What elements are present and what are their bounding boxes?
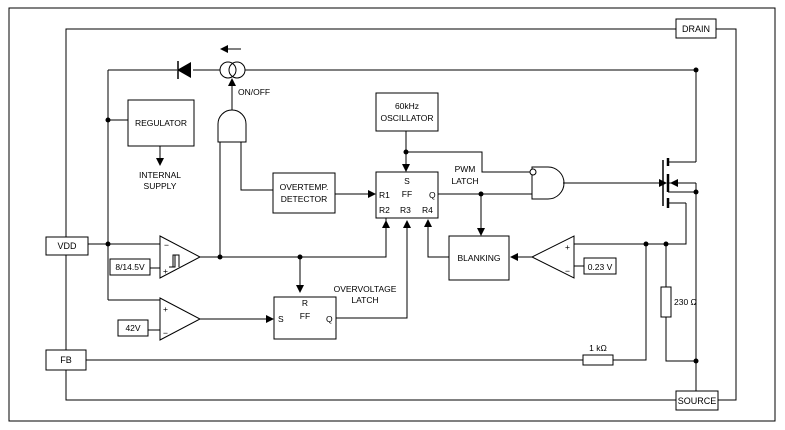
vdd-rail [88, 70, 163, 301]
ovp-reference-label: 42V [125, 323, 140, 333]
internal-supply-label-2: SUPPLY [144, 181, 177, 191]
oscillator-label-1: 60kHz [395, 101, 419, 111]
vdd-pin: VDD [45, 236, 89, 256]
uvlo-minus-sign: − [164, 240, 169, 250]
drain-pin: DRAIN [675, 18, 717, 39]
sense-resistor: 230 Ω [660, 244, 699, 391]
pwm-ff-q: Q [429, 190, 436, 200]
ovp-plus-sign: + [163, 304, 168, 314]
ovp-latch-label-1: OVERVOLTAGE [334, 284, 397, 294]
internal-supply-label-1: INTERNAL [139, 170, 181, 180]
blanking-block: BLANKING [424, 219, 510, 281]
pwm-latch-label-2: LATCH [451, 176, 478, 186]
resistor-1k-icon [582, 354, 614, 366]
regulator-label: REGULATOR [135, 118, 187, 128]
ovp-latch-label-2: LATCH [351, 295, 378, 305]
ovp-comparator: + − 42V [117, 297, 274, 341]
current-source-icon [219, 61, 246, 79]
ovp-ff-q: Q [326, 314, 333, 324]
overvoltage-latch: R FF S Q OVERVOLTAGE LATCH [273, 220, 411, 340]
diode-icon [177, 62, 191, 78]
ovp-minus-sign: − [163, 328, 168, 338]
ovp-ff-label: FF [300, 311, 310, 321]
resistor-230-icon [660, 286, 672, 318]
startup-rail: ON/OFF [108, 45, 696, 112]
arrow-down-icon [156, 158, 164, 166]
power-mosfet-icon [566, 67, 699, 361]
uvlo-comparator: − + 8/14.5V [109, 226, 387, 293]
uvlo-plus-sign: + [163, 266, 168, 276]
package-outline [65, 28, 737, 401]
overtemp-detector: OVERTEMP. DETECTOR [272, 172, 376, 214]
blanking-label: BLANKING [458, 253, 501, 263]
on-off-label: ON/OFF [238, 87, 270, 97]
drain-pin-label: DRAIN [682, 24, 710, 34]
cs-minus-sign: − [565, 266, 570, 276]
r-fb-label: 1 kΩ [589, 343, 607, 353]
pwm-latch: S FF R1 Q R2 R3 R4 PWM LATCH [375, 164, 532, 236]
pwm-latch-label-1: PWM [455, 164, 476, 174]
overtemp-label-1: OVERTEMP. [280, 182, 329, 192]
ovp-ff-r: R [302, 298, 308, 308]
startup-and-gate [217, 109, 273, 260]
fb-pin-label: FB [60, 355, 72, 365]
hysteresis-icon [169, 254, 180, 268]
overtemp-label-2: DETECTOR [281, 194, 328, 204]
ovp-ff-s: S [278, 314, 284, 324]
pwm-ff-r3: R3 [400, 205, 411, 215]
vdd-pin-label: VDD [57, 241, 77, 251]
fb-pin: FB [45, 349, 87, 371]
pwm-ff-r2: R2 [379, 205, 390, 215]
oscillator-block: 60kHz OSCILLATOR [375, 92, 532, 173]
pwm-ff-label: FF [402, 189, 412, 199]
r-sense-label: 230 Ω [674, 297, 697, 307]
regulator-block: REGULATOR INTERNAL SUPPLY [127, 99, 195, 191]
cs-reference-label: 0.23 V [588, 262, 613, 272]
pwm-ff-r1: R1 [379, 190, 390, 200]
arrow-up-icon [228, 78, 236, 86]
pwm-ff-r4: R4 [422, 205, 433, 215]
output-and-gate [529, 166, 667, 200]
diagram-frame [8, 7, 776, 422]
feedback-resistor: 1 kΩ [86, 244, 647, 366]
arrow-left-icon [220, 45, 228, 53]
current-sense-comparator: + − 0.23 V [510, 235, 669, 279]
cs-plus-sign: + [565, 242, 570, 252]
source-pin: SOURCE [675, 390, 719, 411]
source-pin-label: SOURCE [678, 396, 717, 406]
oscillator-label-2: OSCILLATOR [380, 113, 433, 123]
pwm-ff-s: S [404, 176, 410, 186]
uvlo-reference-label: 8/14.5V [115, 262, 145, 272]
